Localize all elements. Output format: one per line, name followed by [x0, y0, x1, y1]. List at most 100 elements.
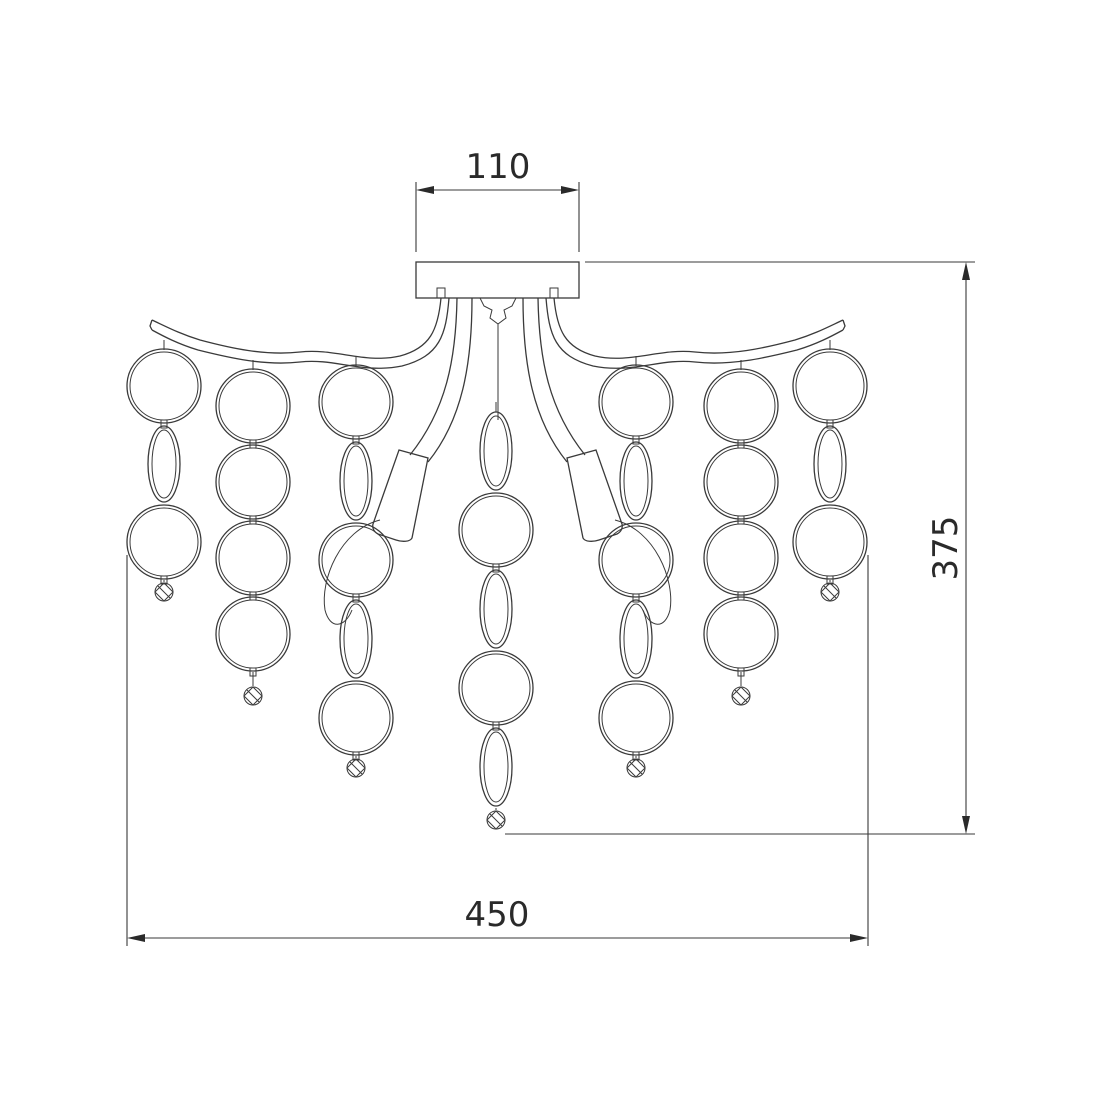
chain-link — [737, 439, 745, 449]
glass-disc-inner — [706, 371, 776, 441]
oval-ring-inner — [483, 731, 509, 803]
dimension-top-width: 110 — [415, 147, 580, 252]
crystal-drop — [243, 672, 263, 706]
glass-disc — [792, 348, 868, 424]
glass-disc — [598, 522, 674, 598]
glass-disc-inner — [461, 495, 531, 565]
bead-chains — [126, 340, 868, 807]
oval-ring-inner — [151, 429, 177, 499]
oval-ring — [813, 425, 847, 503]
glass-disc — [215, 596, 291, 672]
lamp-shade-right — [566, 449, 623, 542]
chain-link — [249, 591, 257, 601]
chain-link — [352, 751, 360, 761]
dimension-overall-width: 450 — [126, 555, 869, 946]
glass-disc-inner — [795, 507, 865, 577]
glass-disc-inner — [129, 507, 199, 577]
bead-chain — [126, 340, 202, 585]
glass-disc-inner — [461, 653, 531, 723]
glass-disc — [598, 364, 674, 440]
glass-disc — [458, 650, 534, 726]
chain-link — [737, 515, 745, 525]
oval-ring-inner — [343, 445, 369, 517]
oval-ring — [147, 425, 181, 503]
glass-disc — [792, 504, 868, 580]
glass-disc — [215, 520, 291, 596]
bead-chain — [458, 402, 534, 807]
glass-disc — [458, 492, 534, 568]
oval-ring — [479, 727, 513, 807]
glass-disc — [703, 444, 779, 520]
glass-disc-inner — [706, 523, 776, 593]
chain-link — [492, 721, 500, 731]
chain-link — [826, 419, 834, 429]
glass-disc-inner — [218, 523, 288, 593]
glass-disc-inner — [795, 351, 865, 421]
glass-disc — [318, 522, 394, 598]
crystal-drop — [731, 672, 751, 706]
oval-ring-inner — [343, 603, 369, 675]
oval-ring — [479, 569, 513, 649]
chain-link — [826, 575, 834, 585]
crystal-drop — [820, 580, 840, 602]
glass-disc-inner — [218, 447, 288, 517]
oval-ring — [619, 441, 653, 521]
glass-disc — [126, 348, 202, 424]
glass-disc — [318, 364, 394, 440]
glass-disc — [126, 504, 202, 580]
crystal-drop — [346, 756, 366, 778]
crystal-drop — [486, 808, 506, 830]
oval-ring-inner — [483, 573, 509, 645]
bead-chain — [215, 360, 291, 677]
bead-chain — [792, 340, 868, 585]
dimension-overall-height-label: 375 — [926, 516, 966, 581]
crystal-drops — [154, 580, 840, 830]
dimension-overall-width-label: 450 — [465, 895, 530, 935]
glass-disc-inner — [321, 683, 391, 753]
glass-disc-inner — [218, 371, 288, 441]
oval-ring — [479, 411, 513, 491]
glass-disc — [703, 596, 779, 672]
glass-disc — [703, 368, 779, 444]
chain-link — [492, 563, 500, 573]
glass-disc — [598, 680, 674, 756]
glass-disc — [318, 680, 394, 756]
oval-ring — [339, 441, 373, 521]
shade-loop-right — [614, 519, 672, 625]
glass-disc-inner — [601, 367, 671, 437]
oval-ring-inner — [483, 415, 509, 487]
bead-chain — [318, 356, 394, 761]
oval-ring — [339, 599, 373, 679]
glass-disc-inner — [218, 599, 288, 669]
oval-ring-inner — [623, 603, 649, 675]
bead-chain — [598, 356, 674, 761]
lamp-shade-left — [372, 449, 429, 542]
chain-link — [632, 593, 640, 603]
chain-link — [249, 515, 257, 525]
oval-ring — [619, 599, 653, 679]
glass-disc-inner — [706, 447, 776, 517]
crystal-drop — [626, 756, 646, 778]
oval-ring-inner — [817, 429, 843, 499]
lamp-arms — [149, 297, 846, 463]
bead-chain — [703, 360, 779, 677]
chain-link — [632, 435, 640, 445]
chain-link — [737, 591, 745, 601]
chain-link — [160, 419, 168, 429]
glass-disc-inner — [129, 351, 199, 421]
chain-link — [352, 593, 360, 603]
glass-disc-inner — [321, 525, 391, 595]
dimension-top-width-label: 110 — [466, 147, 531, 187]
glass-disc-inner — [706, 599, 776, 669]
ceiling-canopy — [415, 261, 580, 420]
chain-link — [249, 439, 257, 449]
dimension-overall-height: 375 — [505, 261, 975, 835]
glass-disc-inner — [321, 367, 391, 437]
chain-link — [352, 435, 360, 445]
oval-ring-inner — [623, 445, 649, 517]
glass-disc-inner — [601, 525, 671, 595]
crystal-drop — [154, 580, 174, 602]
glass-disc-inner — [601, 683, 671, 753]
glass-disc — [215, 368, 291, 444]
